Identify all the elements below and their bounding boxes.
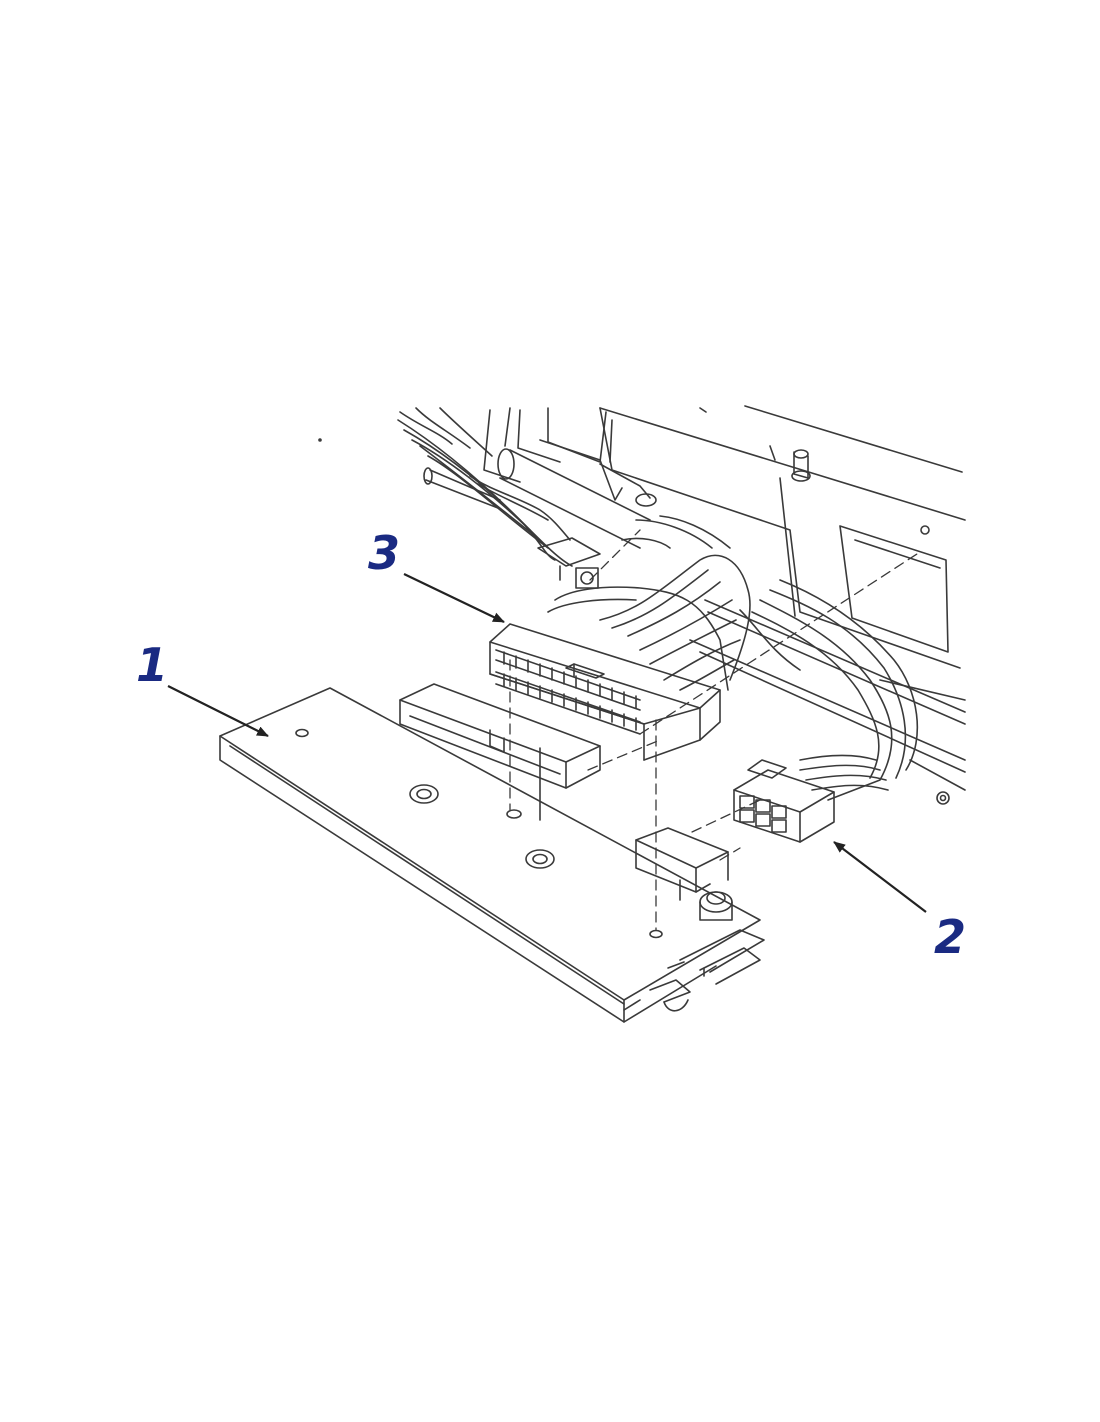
- alignment-lines: [509, 529, 921, 931]
- printer-chassis: [423, 405, 966, 805]
- callout-label-2: 2: [934, 910, 967, 964]
- data-connector: [489, 623, 721, 761]
- callout-label-3: 3: [368, 526, 401, 580]
- ribbon-cable: [547, 515, 751, 691]
- upper-wire-bundle: [397, 407, 573, 567]
- lower-wire-bundle: [739, 579, 919, 801]
- callout-3-arrow: [403, 573, 505, 623]
- callout-label-1: 1: [136, 638, 169, 692]
- power-connector: [733, 759, 835, 843]
- callout-1-arrow: [167, 685, 269, 737]
- printhead: [219, 683, 765, 1023]
- callout-2-arrow: [833, 841, 927, 913]
